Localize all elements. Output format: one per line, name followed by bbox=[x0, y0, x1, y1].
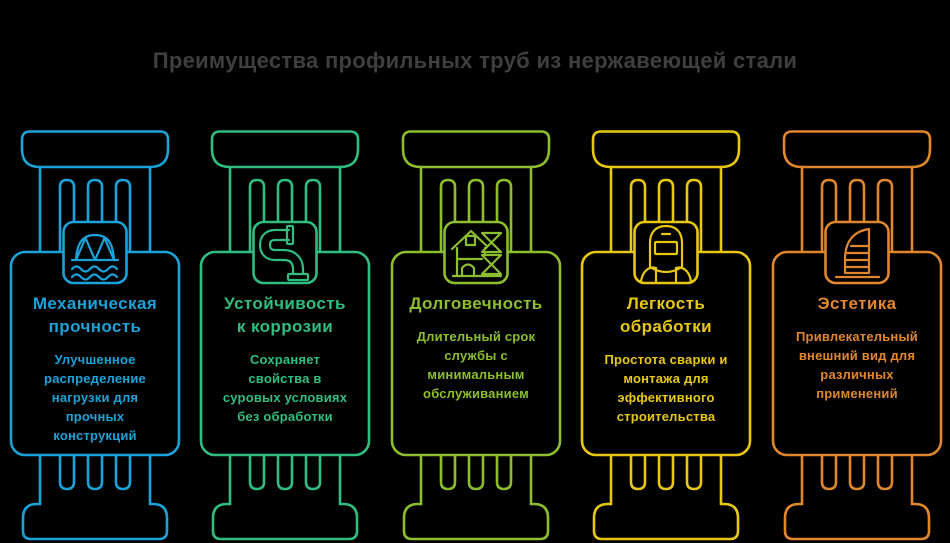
pillar-card: Долговечность Длительный срок службы с м… bbox=[392, 252, 560, 455]
column-graphic bbox=[762, 130, 950, 543]
sail-building-icon bbox=[834, 227, 881, 279]
column-capital bbox=[210, 130, 360, 169]
pillar-title: Механическая прочность bbox=[32, 294, 158, 336]
column-flutes-upper bbox=[248, 178, 322, 259]
column-capital bbox=[782, 130, 932, 169]
icon-box bbox=[252, 220, 318, 285]
pillar-corrosion-resistance: Устойчивость к коррозии Сохраняет свойст… bbox=[190, 130, 380, 543]
house-construction-icon bbox=[450, 229, 503, 278]
pillar-description: Улучшенное распределение нагрузки для пр… bbox=[44, 352, 146, 443]
column-graphic bbox=[571, 130, 761, 543]
column-flutes-lower bbox=[248, 451, 322, 491]
pillar-title: Легкость обработки bbox=[619, 294, 713, 336]
pipe-icon bbox=[258, 224, 310, 282]
pillar-description: Простота сварки и монтажа для эффективно… bbox=[604, 352, 728, 424]
bridge-icon bbox=[70, 233, 120, 281]
pillar-card: Эстетика Привлекательный внешний вид для… bbox=[773, 252, 941, 455]
column-pedestal bbox=[211, 502, 359, 541]
column-graphic bbox=[0, 130, 190, 543]
column-capital bbox=[20, 130, 170, 169]
pillar-ease-of-processing: Легкость обработки Простота сварки и мон… bbox=[571, 130, 761, 543]
pillar-durability: Долговечность Длительный срок службы с м… bbox=[381, 130, 571, 543]
pillar-card: Легкость обработки Простота сварки и мон… bbox=[582, 252, 750, 455]
column-graphic bbox=[381, 130, 571, 543]
welder-icon bbox=[639, 224, 693, 283]
pillar-title: Долговечность bbox=[409, 294, 543, 313]
pillar-card: Механическая прочность Улучшенное распре… bbox=[11, 252, 179, 455]
column-flutes-lower bbox=[439, 451, 513, 491]
column-pedestal bbox=[21, 502, 169, 541]
column-flutes-lower bbox=[820, 451, 894, 491]
column-flutes-lower bbox=[629, 451, 703, 491]
pillar-mechanical-strength: Механическая прочность Улучшенное распре… bbox=[0, 130, 190, 543]
pillar-title: Устойчивость к коррозии bbox=[224, 294, 346, 336]
column-pedestal bbox=[783, 502, 931, 541]
pillar-description: Длительный срок службы с минимальным обс… bbox=[416, 329, 536, 401]
column-flutes-upper bbox=[58, 178, 132, 259]
column-capital bbox=[401, 130, 551, 169]
column-flutes-upper bbox=[820, 178, 894, 259]
pillar-description: Сохраняет свойства в суровых условиях бе… bbox=[222, 352, 348, 424]
pillar-title: Эстетика bbox=[817, 294, 897, 313]
pillar-description: Привлекательный внешний вид для различны… bbox=[796, 329, 918, 401]
column-capital bbox=[591, 130, 741, 169]
column-graphic bbox=[190, 130, 380, 543]
column-pedestal bbox=[592, 502, 740, 541]
page-title: Преимущества профильных труб из нержавею… bbox=[152, 48, 798, 73]
pillar-aesthetics: Эстетика Привлекательный внешний вид для… bbox=[762, 130, 950, 543]
column-flutes-lower bbox=[58, 451, 132, 491]
column-flutes-upper bbox=[629, 178, 703, 259]
column-flutes-upper bbox=[439, 178, 513, 259]
pillar-card: Устойчивость к коррозии Сохраняет свойст… bbox=[201, 252, 369, 455]
column-pedestal bbox=[402, 502, 550, 541]
